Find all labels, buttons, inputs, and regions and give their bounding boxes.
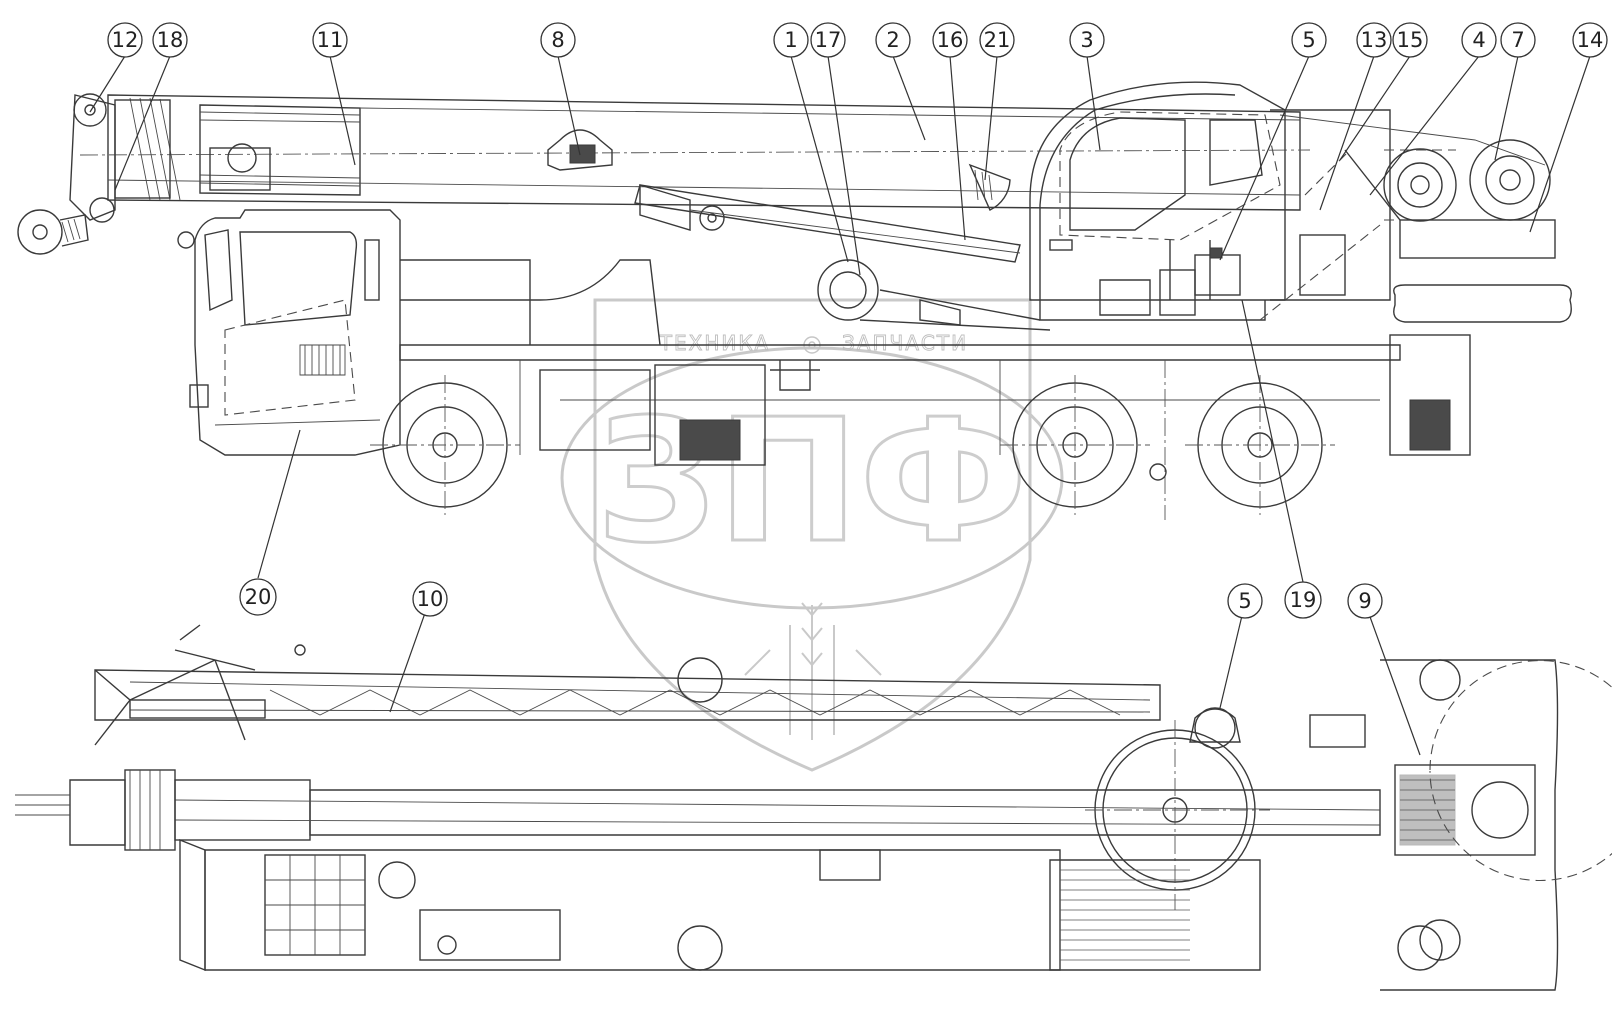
svg-text:13: 13 [1361,28,1388,52]
svg-text:20: 20 [245,585,272,609]
callout-12: 12 [107,22,143,58]
luffing-cylinder [634,184,1021,263]
svg-text:15: 15 [1397,28,1424,52]
callout-19: 19 [1284,581,1322,619]
wheel-front [370,375,520,515]
callout-7: 7 [1500,22,1536,58]
svg-text:5: 5 [1238,589,1251,613]
svg-text:18: 18 [157,28,184,52]
boom-top [15,769,1381,851]
top-view [15,624,1612,991]
svg-text:7: 7 [1511,28,1524,52]
callout-18: 18 [152,22,188,58]
winch-drum-main [1383,148,1457,222]
svg-text:2: 2 [886,28,899,52]
boom-winch [209,143,271,191]
watermark-logo-letters: ЗПФ [596,383,1028,581]
callout-20: 20 [239,578,277,616]
angle-indicator [968,163,1011,211]
svg-text:10: 10 [417,587,444,611]
slewing-ring-top [1085,707,1270,910]
wheel-rear-1 [1000,375,1150,515]
turntable [1039,109,1391,321]
operator-cabin [1029,81,1286,301]
callout-5-top: 5 [1227,583,1263,619]
hook-block [17,209,89,255]
svg-text:11: 11 [317,28,344,52]
boom-head [17,93,116,255]
watermark-right-word: ЗАПЧАСТИ [842,331,968,355]
slewing-gear [817,259,1051,331]
svg-text:19: 19 [1290,588,1317,612]
superstructure-top [1309,659,1612,991]
chassis-top [179,657,1443,972]
watermark: ЗПФ ТЕХНИКА ЗАПЧАСТИ [560,298,1064,772]
svg-text:3: 3 [1080,28,1093,52]
svg-text:1: 1 [784,28,797,52]
watermark-shield [593,298,1032,772]
callout-17: 17 [810,22,846,58]
truck-cab [177,209,401,456]
svg-text:8: 8 [551,28,564,52]
rope-line [1279,114,1546,166]
callout-5: 5 [1291,22,1327,58]
svg-text:12: 12 [112,28,139,52]
callout-11: 11 [312,22,348,58]
callout-10: 10 [412,581,448,617]
callout-1: 1 [773,22,809,58]
callout-13: 13 [1356,22,1392,58]
callout-3: 3 [1069,22,1105,58]
callout-21: 21 [979,22,1015,58]
svg-text:9: 9 [1358,589,1371,613]
svg-text:4: 4 [1472,28,1485,52]
chassis-frame [399,259,1572,466]
side-view [17,81,1572,520]
lattice-jib [94,624,1161,746]
svg-text:5: 5 [1302,28,1315,52]
callout-15: 15 [1392,22,1428,58]
svg-text:16: 16 [937,28,964,52]
component-8 [547,129,613,171]
callout-4: 4 [1461,22,1497,58]
watermark-left-word: ТЕХНИКА [659,331,770,355]
callout-8: 8 [540,22,576,58]
svg-text:14: 14 [1577,28,1604,52]
outrigger-pad [1149,463,1167,481]
callout-14: 14 [1572,22,1608,58]
callout-9: 9 [1347,583,1383,619]
counterweight [1344,149,1556,259]
leader-lines [89,55,1591,756]
svg-text:21: 21 [984,28,1011,52]
svg-text:17: 17 [815,28,842,52]
callout-2: 2 [875,22,911,58]
callout-16: 16 [932,22,968,58]
hydraulic-unit [1099,269,1196,316]
wheel-rear-2 [1185,375,1335,515]
